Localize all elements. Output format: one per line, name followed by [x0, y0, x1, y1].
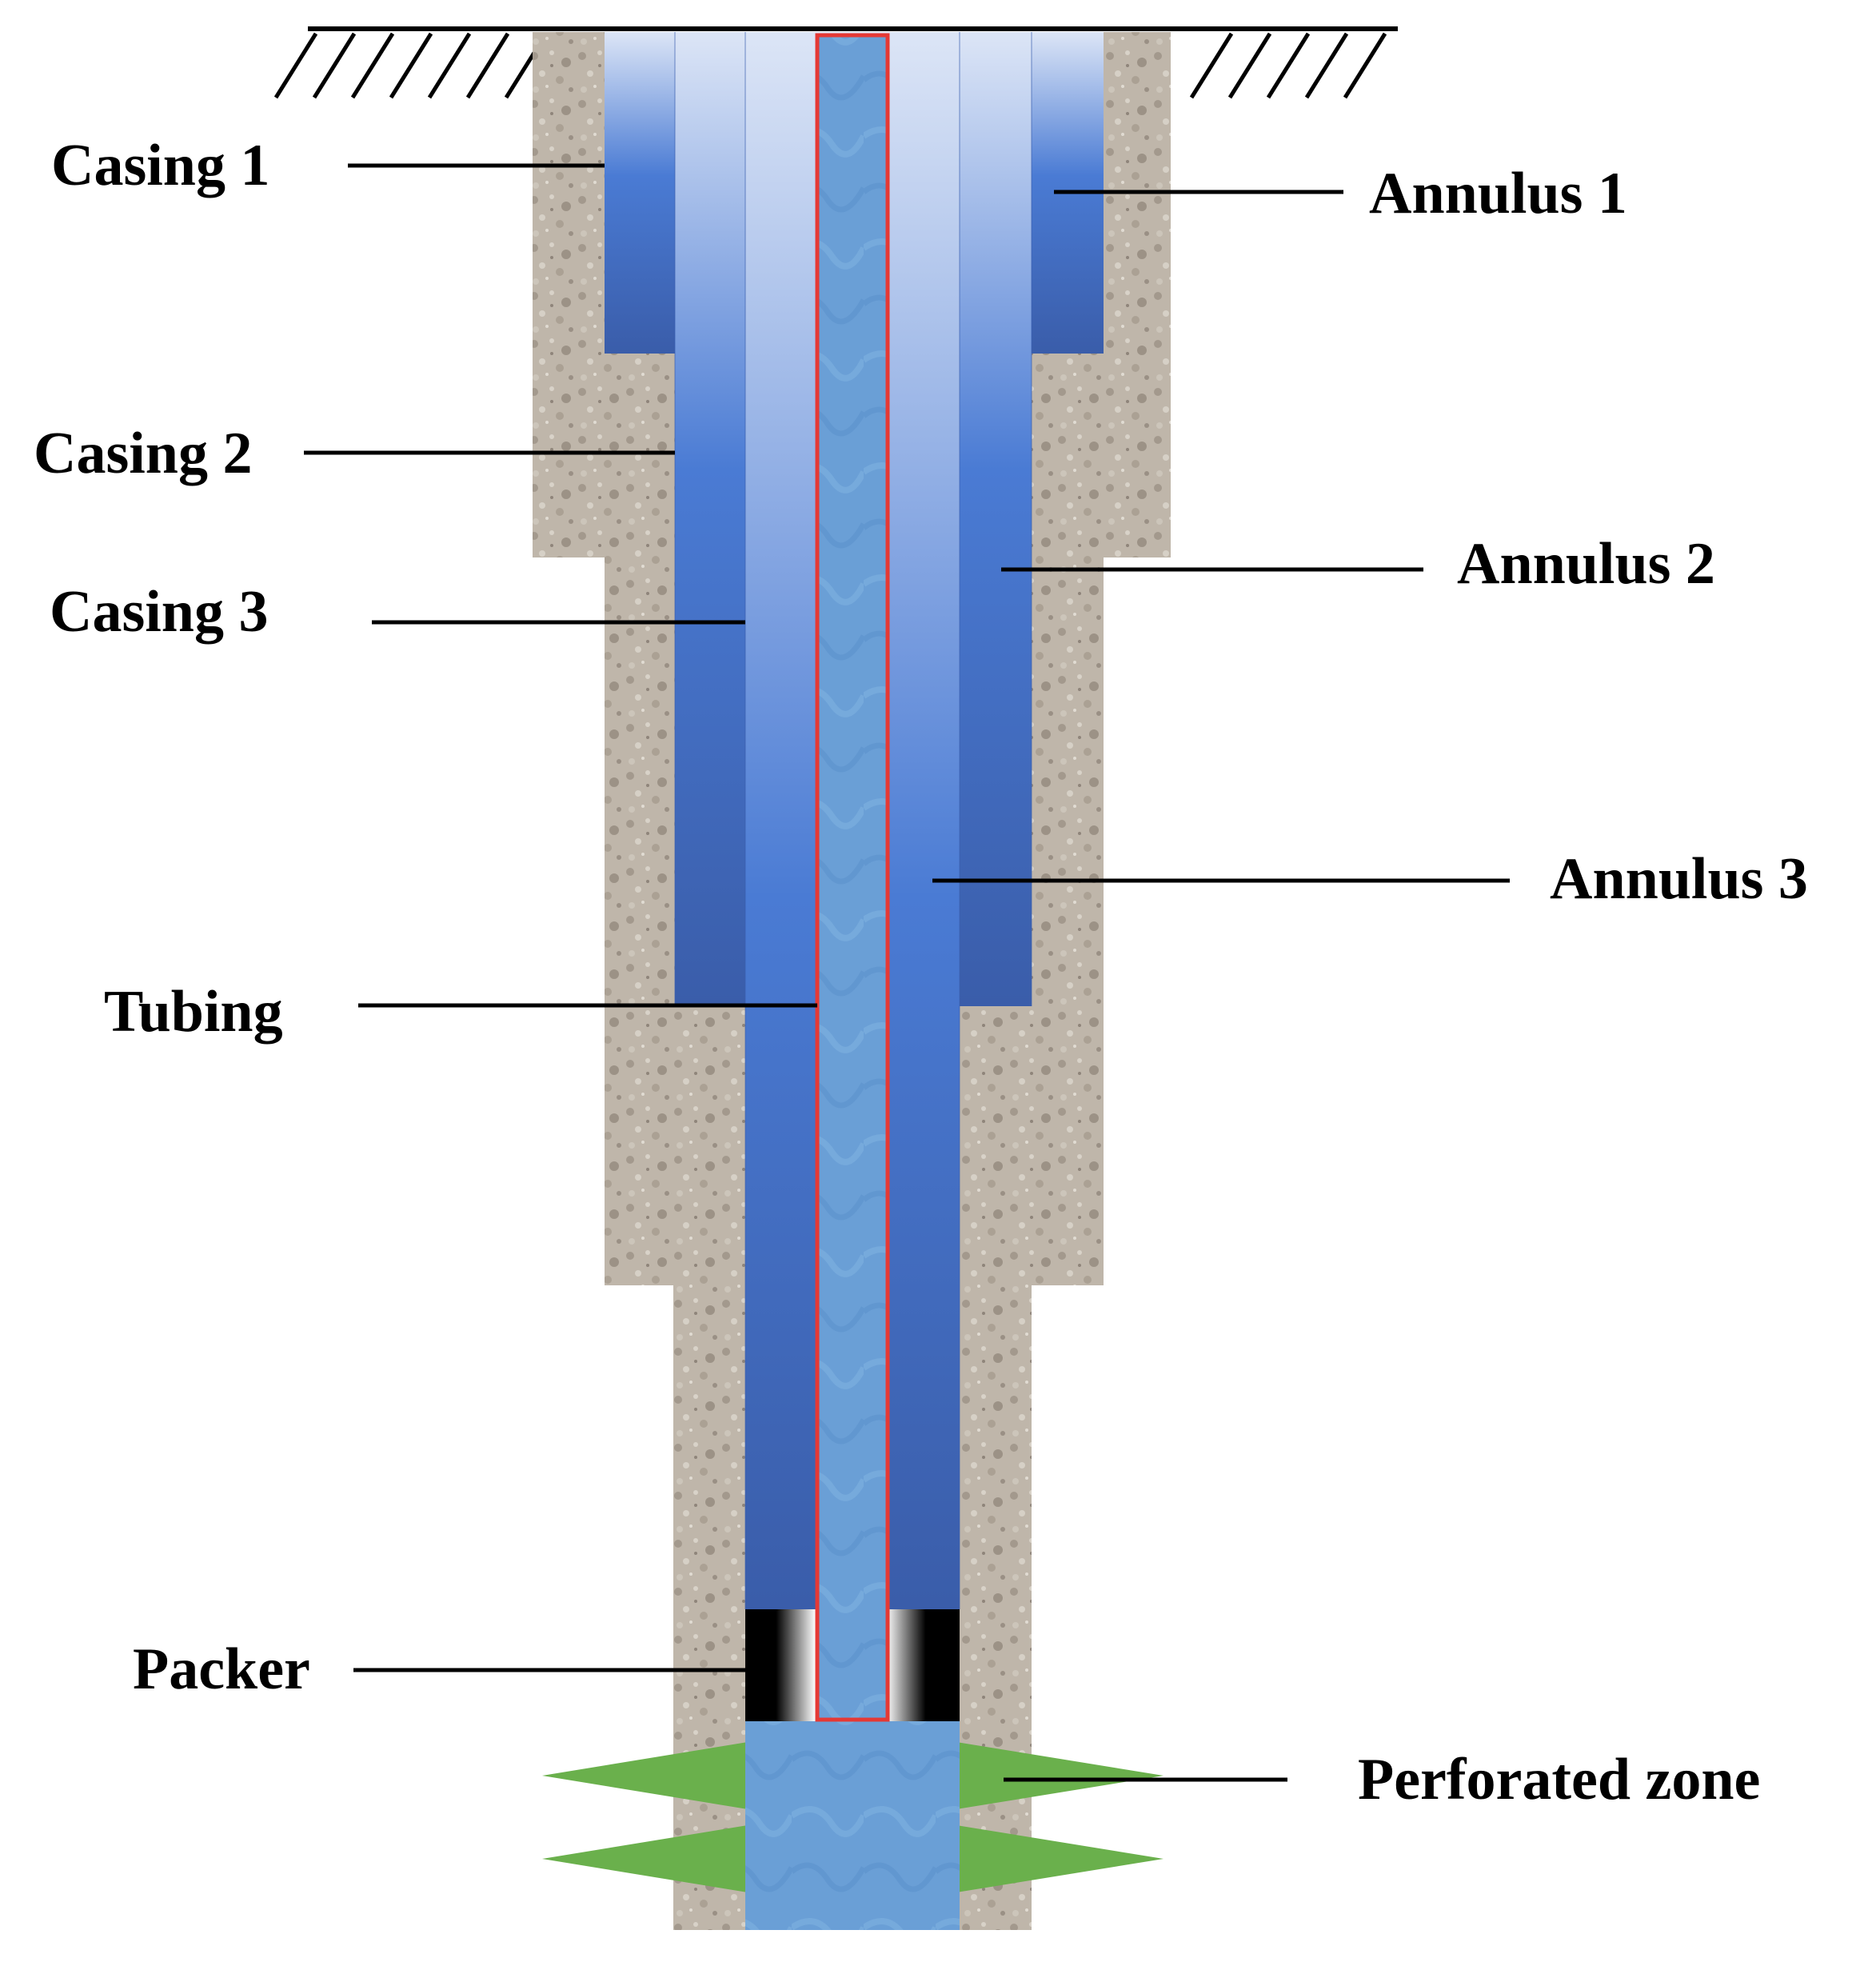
label-annulus-2: Annulus 2: [1457, 531, 1715, 597]
label-perforated-zone: Perforated zone: [1358, 1747, 1761, 1812]
ground-hatch-right: [1189, 32, 1387, 99]
label-casing-2: Casing 2: [34, 421, 253, 486]
label-packer: Packer: [133, 1636, 310, 1702]
tubing: [815, 33, 890, 1722]
packer-left: [745, 1609, 819, 1721]
label-casing-1: Casing 1: [51, 133, 270, 198]
perforated-zone-fluid: [745, 1721, 960, 1930]
label-annulus-1: Annulus 1: [1369, 161, 1627, 226]
label-tubing: Tubing: [104, 979, 283, 1045]
ground-hatch-left: [273, 32, 549, 99]
leader-lines: [304, 163, 1510, 1782]
perforations: [542, 1742, 1164, 1892]
label-annulus-3: Annulus 3: [1550, 846, 1808, 912]
label-casing-3: Casing 3: [50, 579, 269, 645]
packer-right: [886, 1609, 960, 1721]
